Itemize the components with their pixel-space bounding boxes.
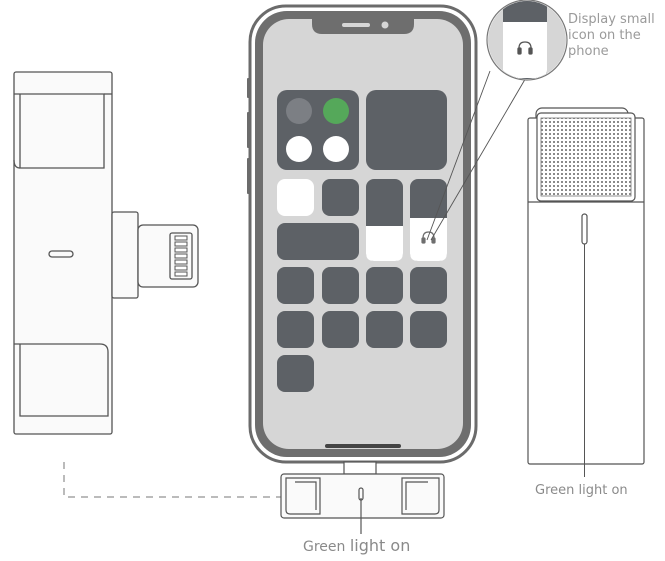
control-center — [277, 90, 447, 392]
receiver-bottom — [280, 473, 445, 534]
left-device — [13, 71, 199, 435]
magnified-headphone-icon — [517, 41, 533, 55]
bottom-label-green: Green — [303, 539, 350, 555]
callout-line-2: icon on the — [568, 28, 641, 43]
callout-line-1: Display small — [568, 12, 655, 27]
bottom-label-light-on: light on — [349, 536, 411, 555]
dashed-link — [63, 462, 290, 498]
callout-magnifier — [426, 0, 568, 241]
right-green-light-label: Green light on — [535, 483, 628, 498]
left-connector-pins — [174, 235, 188, 277]
bottom-green-light-label: Green light on — [303, 536, 410, 555]
callout-label: Display small icon on the phone — [568, 12, 655, 60]
callout-line-3: phone — [568, 44, 609, 59]
microphone-unit — [527, 107, 645, 477]
